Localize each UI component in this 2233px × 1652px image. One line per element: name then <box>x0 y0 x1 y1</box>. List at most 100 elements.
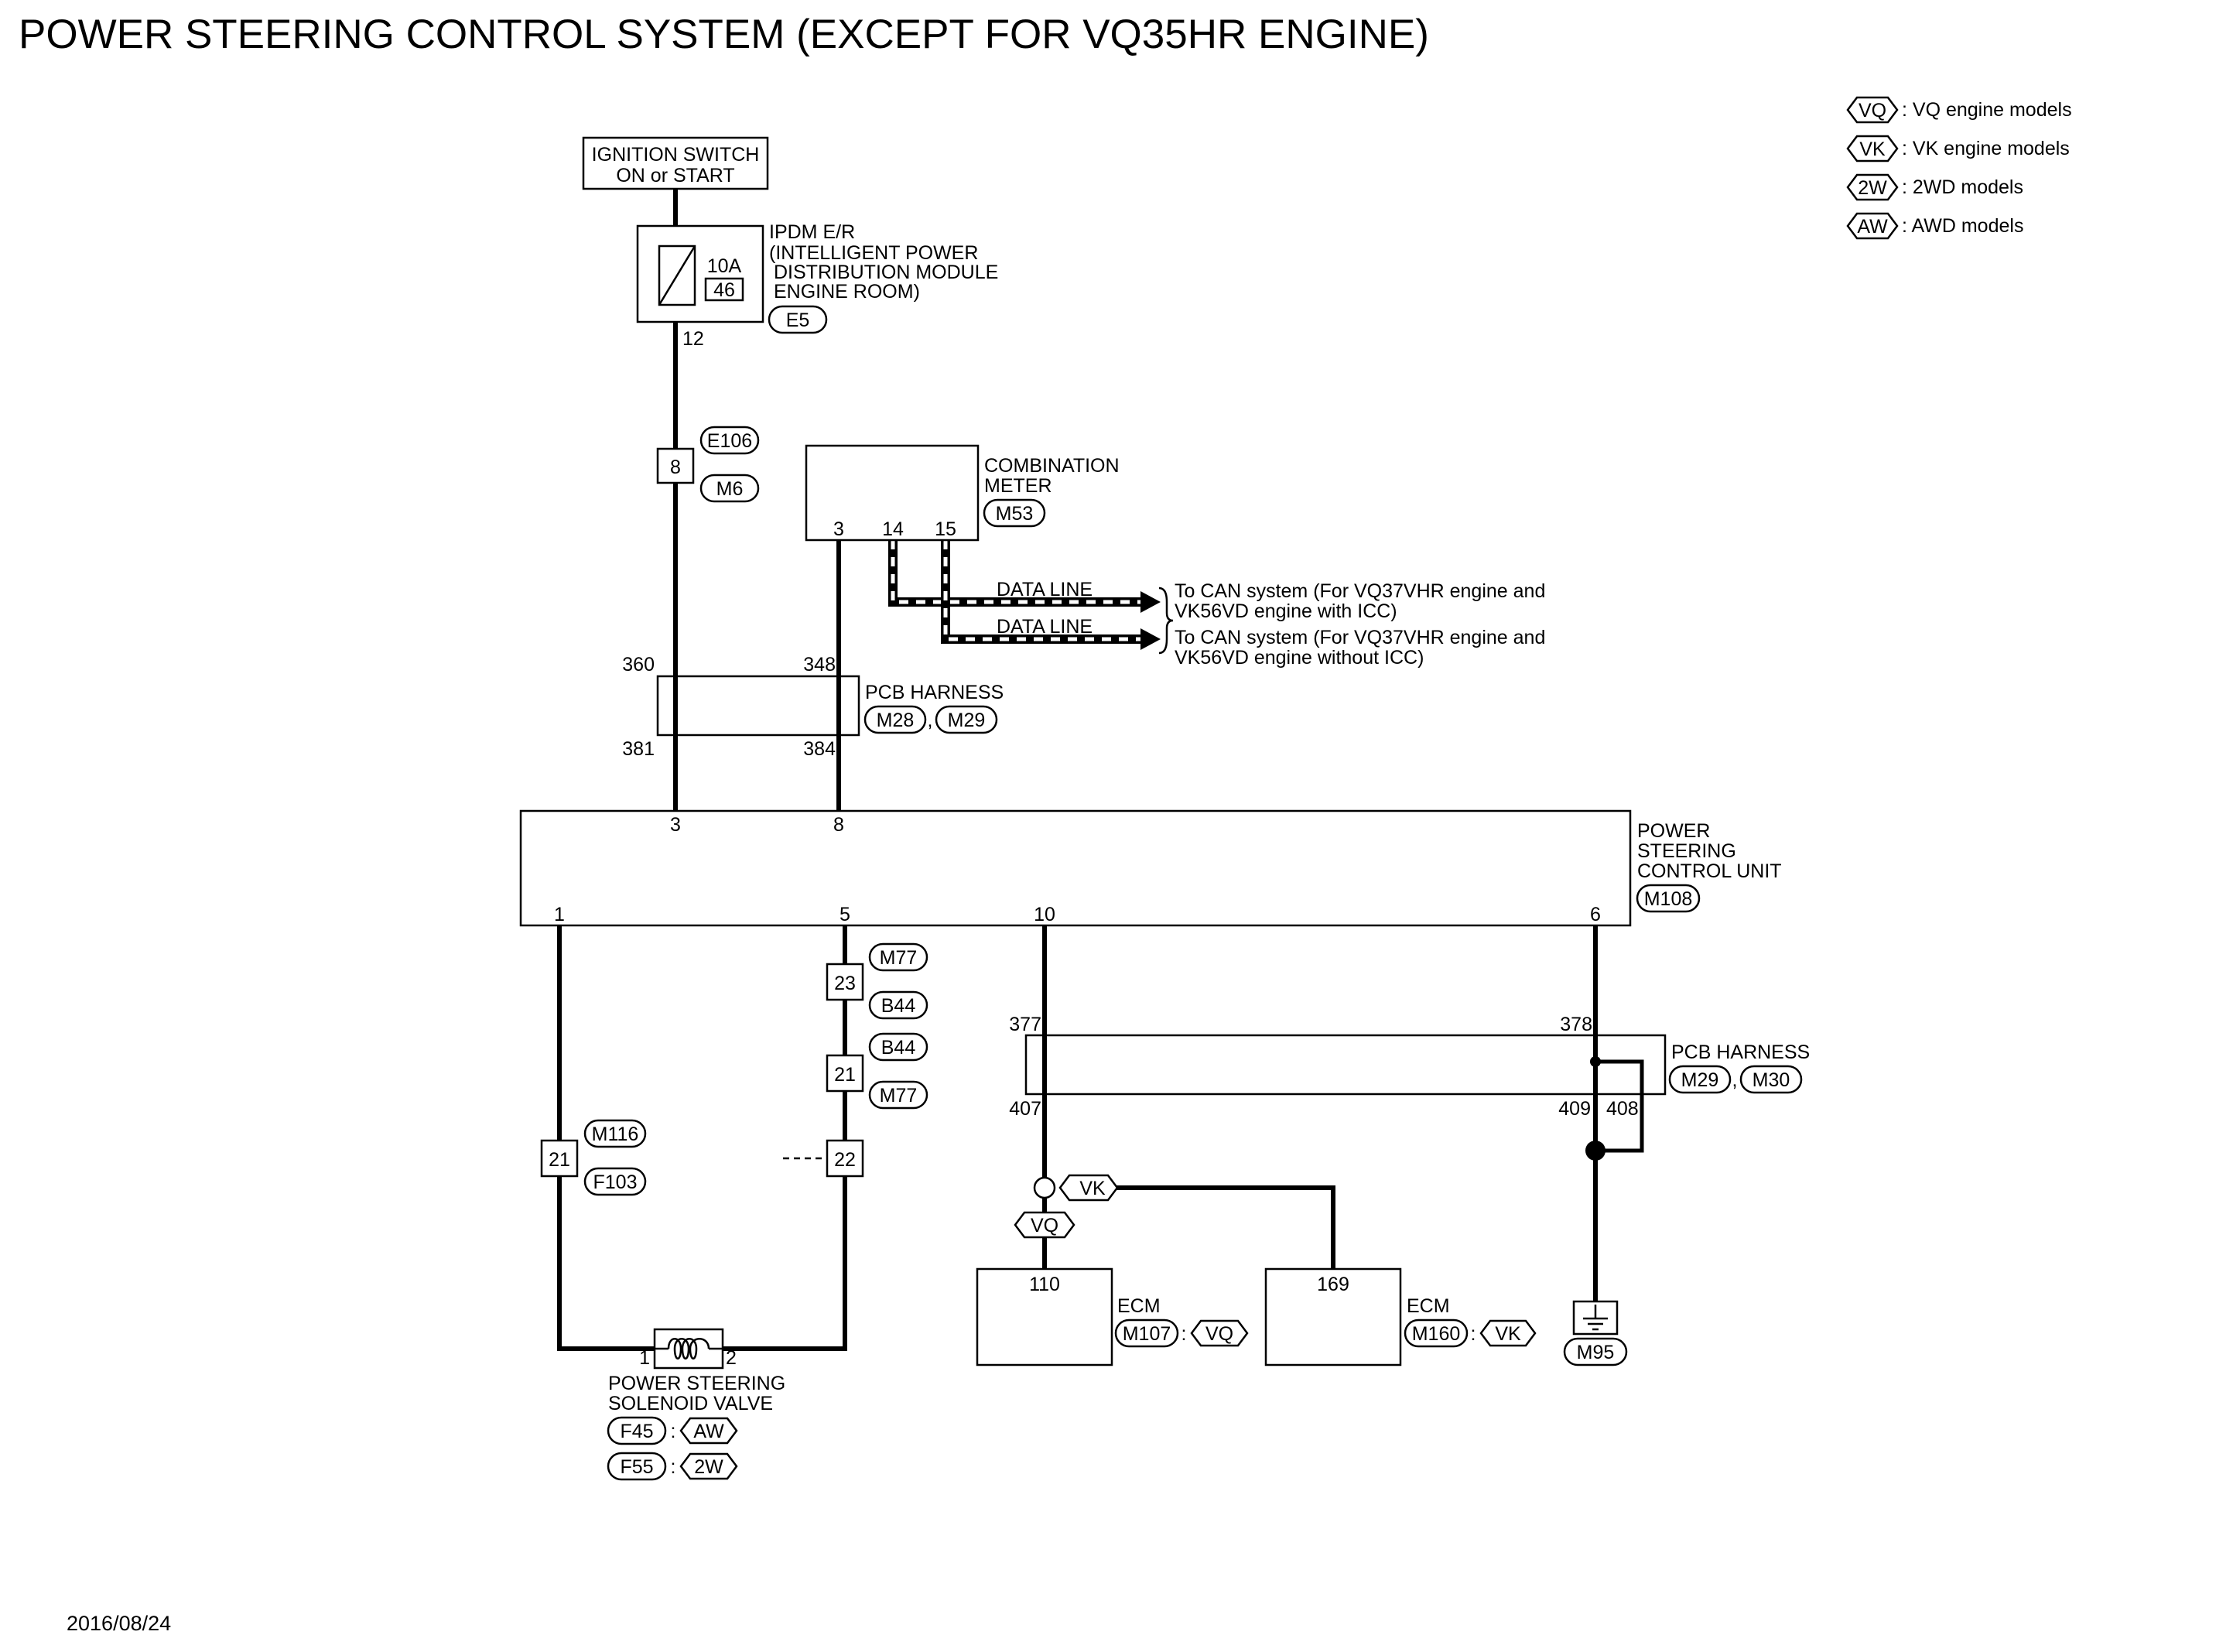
ipdm-box <box>636 224 764 323</box>
connector-code: E5 <box>786 310 810 331</box>
can-dest-text: To CAN system (For VQ37VHR engine and <box>1175 580 1545 602</box>
power-steering-control-unit: 3 8 1 5 10 6 POWER STEERING CONTROL UNIT… <box>519 809 1782 927</box>
combination-meter-box <box>805 444 980 542</box>
ignition-switch-label: ON or START <box>616 165 734 186</box>
connector-code: B44 <box>881 995 916 1017</box>
legend-tag-shape <box>1846 212 1899 240</box>
pcb-harness-m29-m30: 377 378 407 409 408 PCB HARNESS M29 , M3… <box>1009 1014 1810 1120</box>
connector-code: M6 <box>716 478 744 500</box>
arrow-icon <box>1140 591 1161 613</box>
legend-tag-shape <box>1846 173 1899 201</box>
legend-tag-shape <box>1846 96 1899 124</box>
ecm-splice: VK VQ <box>1014 1174 1119 1239</box>
joint-box <box>540 1139 579 1178</box>
ipdm-label: (INTELLIGENT POWER <box>769 242 978 264</box>
ignition-switch: IGNITION SWITCH ON or START <box>582 136 769 190</box>
separator: : <box>671 1456 676 1478</box>
ignition-switch-label: IGNITION SWITCH <box>592 144 760 166</box>
pin-number: 8 <box>670 457 681 478</box>
pin-number: 14 <box>882 518 904 540</box>
splice-dot <box>1590 1056 1601 1067</box>
joint-m77-b44: 23 M77 B44 <box>826 942 928 1020</box>
ignition-switch-box <box>582 136 769 190</box>
pin-number: 377 <box>1009 1014 1041 1035</box>
pin-number: 10 <box>1034 904 1055 925</box>
connector-code: M116 <box>592 1124 639 1145</box>
legend-text: : VQ engine models <box>1902 99 2072 121</box>
connector-code: M53 <box>996 503 1034 525</box>
fuse-number-box <box>704 277 744 302</box>
connector-tag <box>1636 884 1701 913</box>
legend-code: AW <box>1857 216 1888 238</box>
ipdm-label: DISTRIBUTION MODULE <box>774 262 998 283</box>
data-line-label: DATA LINE <box>997 616 1093 638</box>
can-line-inner <box>891 540 1151 604</box>
legend: VQ : VQ engine models VK : VK engine mod… <box>1846 96 2072 240</box>
can-line-outer <box>941 540 1151 644</box>
can-dest-text: VK56VD engine with ICC) <box>1175 600 1397 622</box>
splice-open-circle <box>1033 1176 1056 1199</box>
connector-tag <box>863 705 927 734</box>
connector-code: E106 <box>707 430 752 452</box>
connector-tag <box>1114 1319 1179 1348</box>
pin-number: 12 <box>682 328 704 350</box>
connector-tag <box>868 1080 928 1110</box>
connector-code: B44 <box>881 1037 916 1059</box>
connector-code: M160 <box>1412 1323 1461 1345</box>
connector-code: F103 <box>593 1171 638 1193</box>
meter-label: METER <box>984 475 1052 497</box>
combination-meter: COMBINATION METER M53 3 14 15 <box>805 444 1120 542</box>
connector-code: F45 <box>620 1421 653 1442</box>
pin-number: 381 <box>622 738 655 760</box>
can-data-lines: DATA LINE DATA LINE To CAN system (For V… <box>888 540 1545 669</box>
ipdm-label: IPDM E/R <box>769 221 855 243</box>
meter-label: COMBINATION <box>984 455 1120 477</box>
ground: M95 <box>1563 1300 1628 1366</box>
connector-code: M108 <box>1644 888 1693 910</box>
model-tag <box>1479 1319 1537 1347</box>
legend-code: VQ <box>1859 100 1886 121</box>
data-line-label: DATA LINE <box>997 579 1093 600</box>
connector-tag <box>1404 1319 1469 1348</box>
power-steering-solenoid-valve: 1 2 POWER STEERING SOLENOID VALVE F45 : … <box>607 1328 785 1481</box>
connector-code: M77 <box>880 947 918 969</box>
ecm-label: ECM <box>1407 1295 1450 1317</box>
brace-icon <box>1158 587 1174 655</box>
connector-code: M29 <box>1681 1069 1719 1091</box>
separator: , <box>1732 1069 1738 1091</box>
pin-number: 409 <box>1558 1098 1591 1120</box>
pin-number: 6 <box>1590 904 1601 925</box>
connector-code: M28 <box>877 710 915 731</box>
pin-number: 21 <box>549 1149 570 1171</box>
wire-splice-ecm-vk <box>1063 1185 1335 1269</box>
connector-code: M29 <box>948 710 986 731</box>
connector-tag <box>768 305 828 334</box>
pin-number: 384 <box>803 738 836 760</box>
connector-tag <box>1739 1065 1803 1094</box>
pin-number: 2 <box>726 1347 737 1369</box>
pin-number: 8 <box>833 814 844 836</box>
fuse-number: 46 <box>713 279 735 301</box>
ecm-box <box>976 1267 1113 1366</box>
connector-tag <box>699 426 760 455</box>
relay-diagonal <box>658 245 696 306</box>
ipdm-er: 10A 46 IPDM E/R (INTELLIGENT POWER DISTR… <box>636 221 998 350</box>
connector-tag <box>607 1416 667 1445</box>
connector-tag <box>868 942 928 972</box>
connector-tag <box>583 1167 647 1196</box>
model-tag-text: VK <box>1495 1323 1521 1345</box>
model-tag-text: 2W <box>694 1456 723 1478</box>
model-tag <box>1014 1211 1075 1239</box>
connector-code: M77 <box>880 1085 918 1106</box>
diagram-date: 2016/08/24 <box>67 1612 171 1635</box>
diagram-title: POWER STEERING CONTROL SYSTEM (EXCEPT FO… <box>19 12 1429 57</box>
ipdm-label: ENGINE ROOM) <box>774 281 920 303</box>
ecm-vq: 110 ECM M107 : VQ <box>976 1267 1249 1366</box>
pscu-box <box>519 809 1632 927</box>
connector-code: M107 <box>1123 1323 1171 1345</box>
pin-number: 348 <box>803 654 836 676</box>
joint-box <box>656 447 695 484</box>
ecm-box <box>1264 1267 1402 1366</box>
splice-dot <box>1585 1141 1606 1161</box>
connector-tag <box>1668 1065 1732 1094</box>
